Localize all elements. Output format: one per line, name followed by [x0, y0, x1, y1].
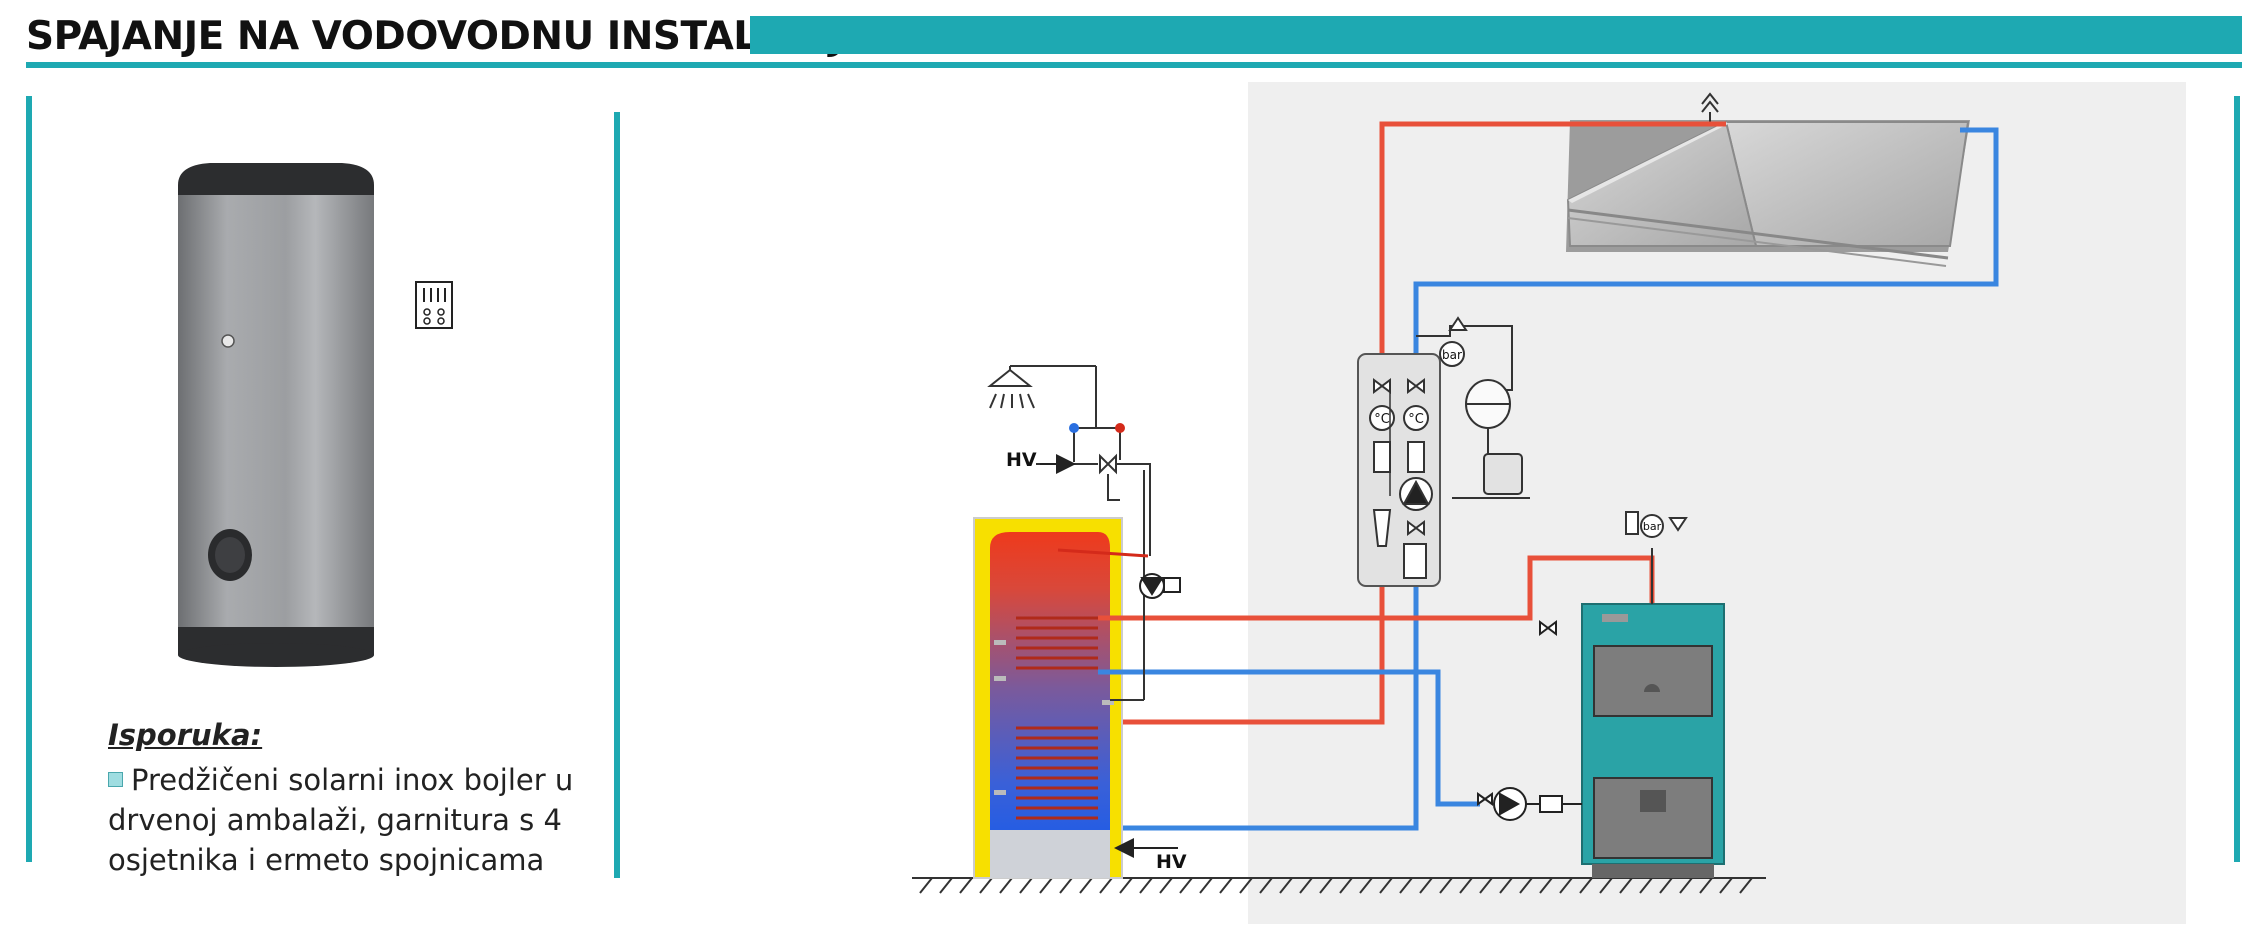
controller-icon	[415, 281, 453, 329]
recirculation-pump-icon	[1139, 573, 1181, 599]
station-bar-label: bar	[1442, 348, 1462, 362]
page-title: SPAJANJE NA VODOVODNU INSTALACIJU:	[26, 14, 890, 59]
solar-cold-pipe	[1096, 127, 1999, 831]
cold-outlet-dot	[1069, 423, 1079, 433]
boiler-tank-image	[178, 163, 374, 667]
solid-fuel-boiler	[1581, 603, 1725, 878]
delivery-text: Predžičeni solarni inox bojler u drvenoj…	[108, 763, 574, 877]
boiler-safety-group	[1625, 511, 1688, 604]
boiler-circuit-pump	[1477, 787, 1582, 821]
solar-pump-station: °C °C	[1357, 353, 1441, 587]
left-accent-bar	[26, 96, 32, 862]
expansion-vessel	[1416, 316, 1530, 499]
solar-storage-tank	[973, 517, 1123, 879]
divider-accent-bar	[614, 112, 620, 878]
solar-collector-panels	[1566, 120, 1970, 267]
delivery-section: Isporuka: Predžičeni solarni inox bojler…	[108, 718, 588, 880]
hot-outlet-dot	[1115, 423, 1125, 433]
hv-bottom-label: HV	[1156, 851, 1187, 873]
delivery-title: Isporuka:	[108, 718, 263, 752]
boiler-cold-pipe	[1098, 669, 1480, 807]
title-accent-bar	[750, 16, 2242, 54]
boiler-bar-label: bar	[1643, 520, 1662, 533]
delivery-text-block: Predžičeni solarni inox bojler u drvenoj…	[108, 760, 588, 880]
station-thermo-right: °C	[1408, 412, 1424, 427]
boiler-return-valve	[1539, 620, 1557, 636]
hv-top-label: HV	[1006, 449, 1037, 471]
shower-head-icon	[987, 365, 1097, 428]
right-accent-bar	[2234, 96, 2240, 862]
recirc-line	[1057, 548, 1149, 558]
bullet-icon	[108, 771, 123, 787]
station-thermo-left: °C	[1374, 412, 1390, 427]
title-underline	[26, 62, 2242, 68]
